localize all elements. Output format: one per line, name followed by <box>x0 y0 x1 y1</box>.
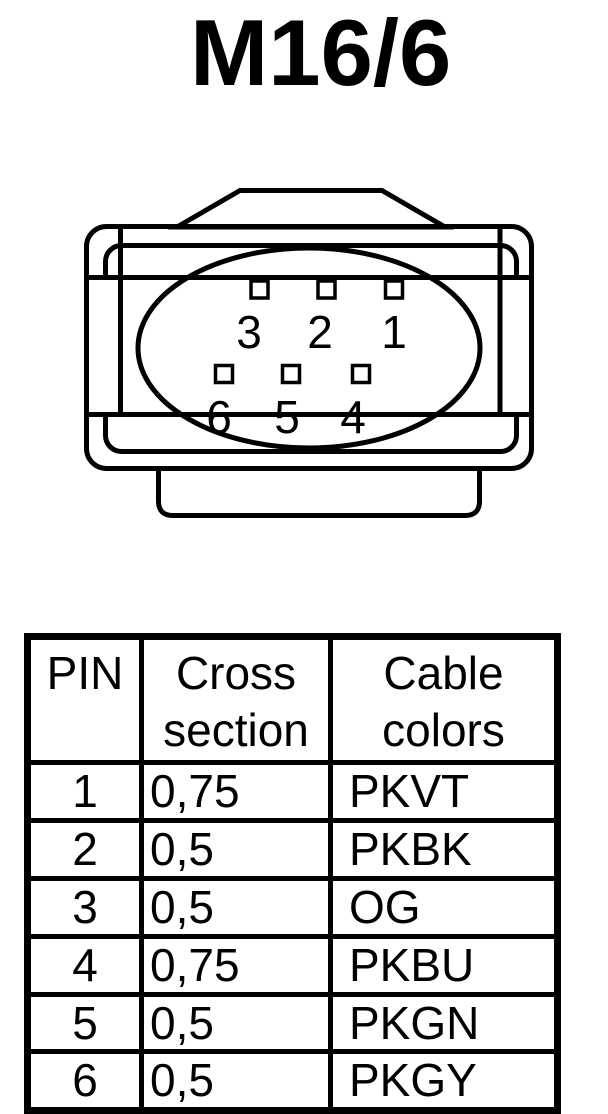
pin-square-6 <box>213 363 235 385</box>
table-row: 5 0,5 PKGN <box>25 991 560 1055</box>
table-row: 1 0,75 PKVT <box>25 760 560 823</box>
cell-cable-color: OG <box>328 875 560 939</box>
table-header-cable-colors: Cable colors <box>328 634 560 765</box>
cell-cable-color: PKGY <box>328 1049 560 1114</box>
cell-pin: 1 <box>25 760 144 823</box>
pin-square-1 <box>383 279 405 300</box>
cell-pin: 2 <box>25 817 144 881</box>
connector-outer-housing <box>84 224 534 471</box>
cell-cross-section: 0,5 <box>139 991 333 1055</box>
pin-table: PIN Cross section Cable colors 1 0,75 PK… <box>24 633 561 1114</box>
cell-cross-section: 0,5 <box>139 875 333 939</box>
pin-square-5 <box>280 363 302 385</box>
pin-label-1: 1 <box>381 306 407 358</box>
table-row: 3 0,5 OG <box>25 875 560 939</box>
cell-pin: 6 <box>25 1049 144 1114</box>
table-header-pin: PIN <box>25 634 144 765</box>
table-row: 6 0,5 PKGY <box>25 1049 560 1114</box>
cell-cable-color: PKBK <box>328 817 560 881</box>
table-header-cross-section: Cross section <box>139 634 333 765</box>
pin-label-5: 5 <box>274 391 300 443</box>
cell-pin: 3 <box>25 875 144 939</box>
cell-cross-section: 0,5 <box>139 817 333 881</box>
pin-label-3: 3 <box>236 306 262 358</box>
connector-rail-band <box>90 280 527 412</box>
pin-table-header: PIN Cross section Cable colors <box>25 634 560 765</box>
pin-square-4 <box>350 363 372 385</box>
pin-label-6: 6 <box>206 391 232 443</box>
cell-pin: 4 <box>25 933 144 997</box>
connector-diagram: 3 2 1 6 5 4 <box>84 188 534 518</box>
cell-cross-section: 0,75 <box>139 933 333 997</box>
connector-bottom-tab <box>156 468 482 518</box>
table-row: 2 0,5 PKBK <box>25 817 560 881</box>
cell-cable-color: PKGN <box>328 991 560 1055</box>
page-title: M16/6 <box>190 0 452 105</box>
pin-label-4: 4 <box>340 391 366 443</box>
table-header-row: PIN Cross section Cable colors <box>25 634 560 765</box>
cell-cable-color: PKVT <box>328 760 560 823</box>
pin-table-body: 1 0,75 PKVT 2 0,5 PKBK 3 0,5 OG 4 0,75 P… <box>25 760 560 1114</box>
pin-square-2 <box>316 279 337 300</box>
pin-label-2: 2 <box>307 306 333 358</box>
cell-cross-section: 0,5 <box>139 1049 333 1114</box>
cell-cable-color: PKBU <box>328 933 560 997</box>
cell-cross-section: 0,75 <box>139 760 333 823</box>
pin-square-3 <box>249 279 270 300</box>
connector-cavity-ellipse <box>135 245 483 451</box>
connector-key-trapezoid <box>167 188 455 230</box>
cell-pin: 5 <box>25 991 144 1055</box>
table-row: 4 0,75 PKBU <box>25 933 560 997</box>
